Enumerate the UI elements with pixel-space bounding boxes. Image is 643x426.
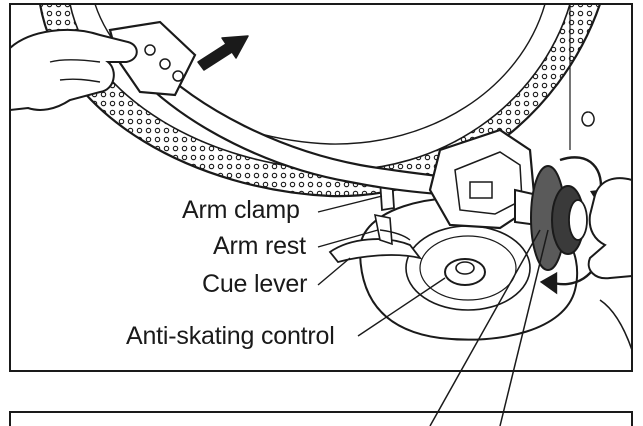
label-arm-clamp: Arm clamp xyxy=(180,196,302,224)
arrow-right-icon xyxy=(197,35,249,71)
callout-lines xyxy=(429,229,549,426)
label-anti-skating-control: Anti-skating control xyxy=(124,322,337,350)
anti-skating-knob xyxy=(444,258,486,286)
leader-lines xyxy=(317,195,446,337)
counterweight-dial xyxy=(530,165,588,271)
label-arm-rest: Arm rest xyxy=(211,232,308,260)
cue-lever xyxy=(328,238,423,264)
left-hand xyxy=(10,28,138,112)
lower-panel-edge xyxy=(9,411,633,426)
label-cue-lever: Cue lever xyxy=(200,270,310,298)
arm-rest xyxy=(373,213,393,246)
right-hand xyxy=(587,177,632,280)
